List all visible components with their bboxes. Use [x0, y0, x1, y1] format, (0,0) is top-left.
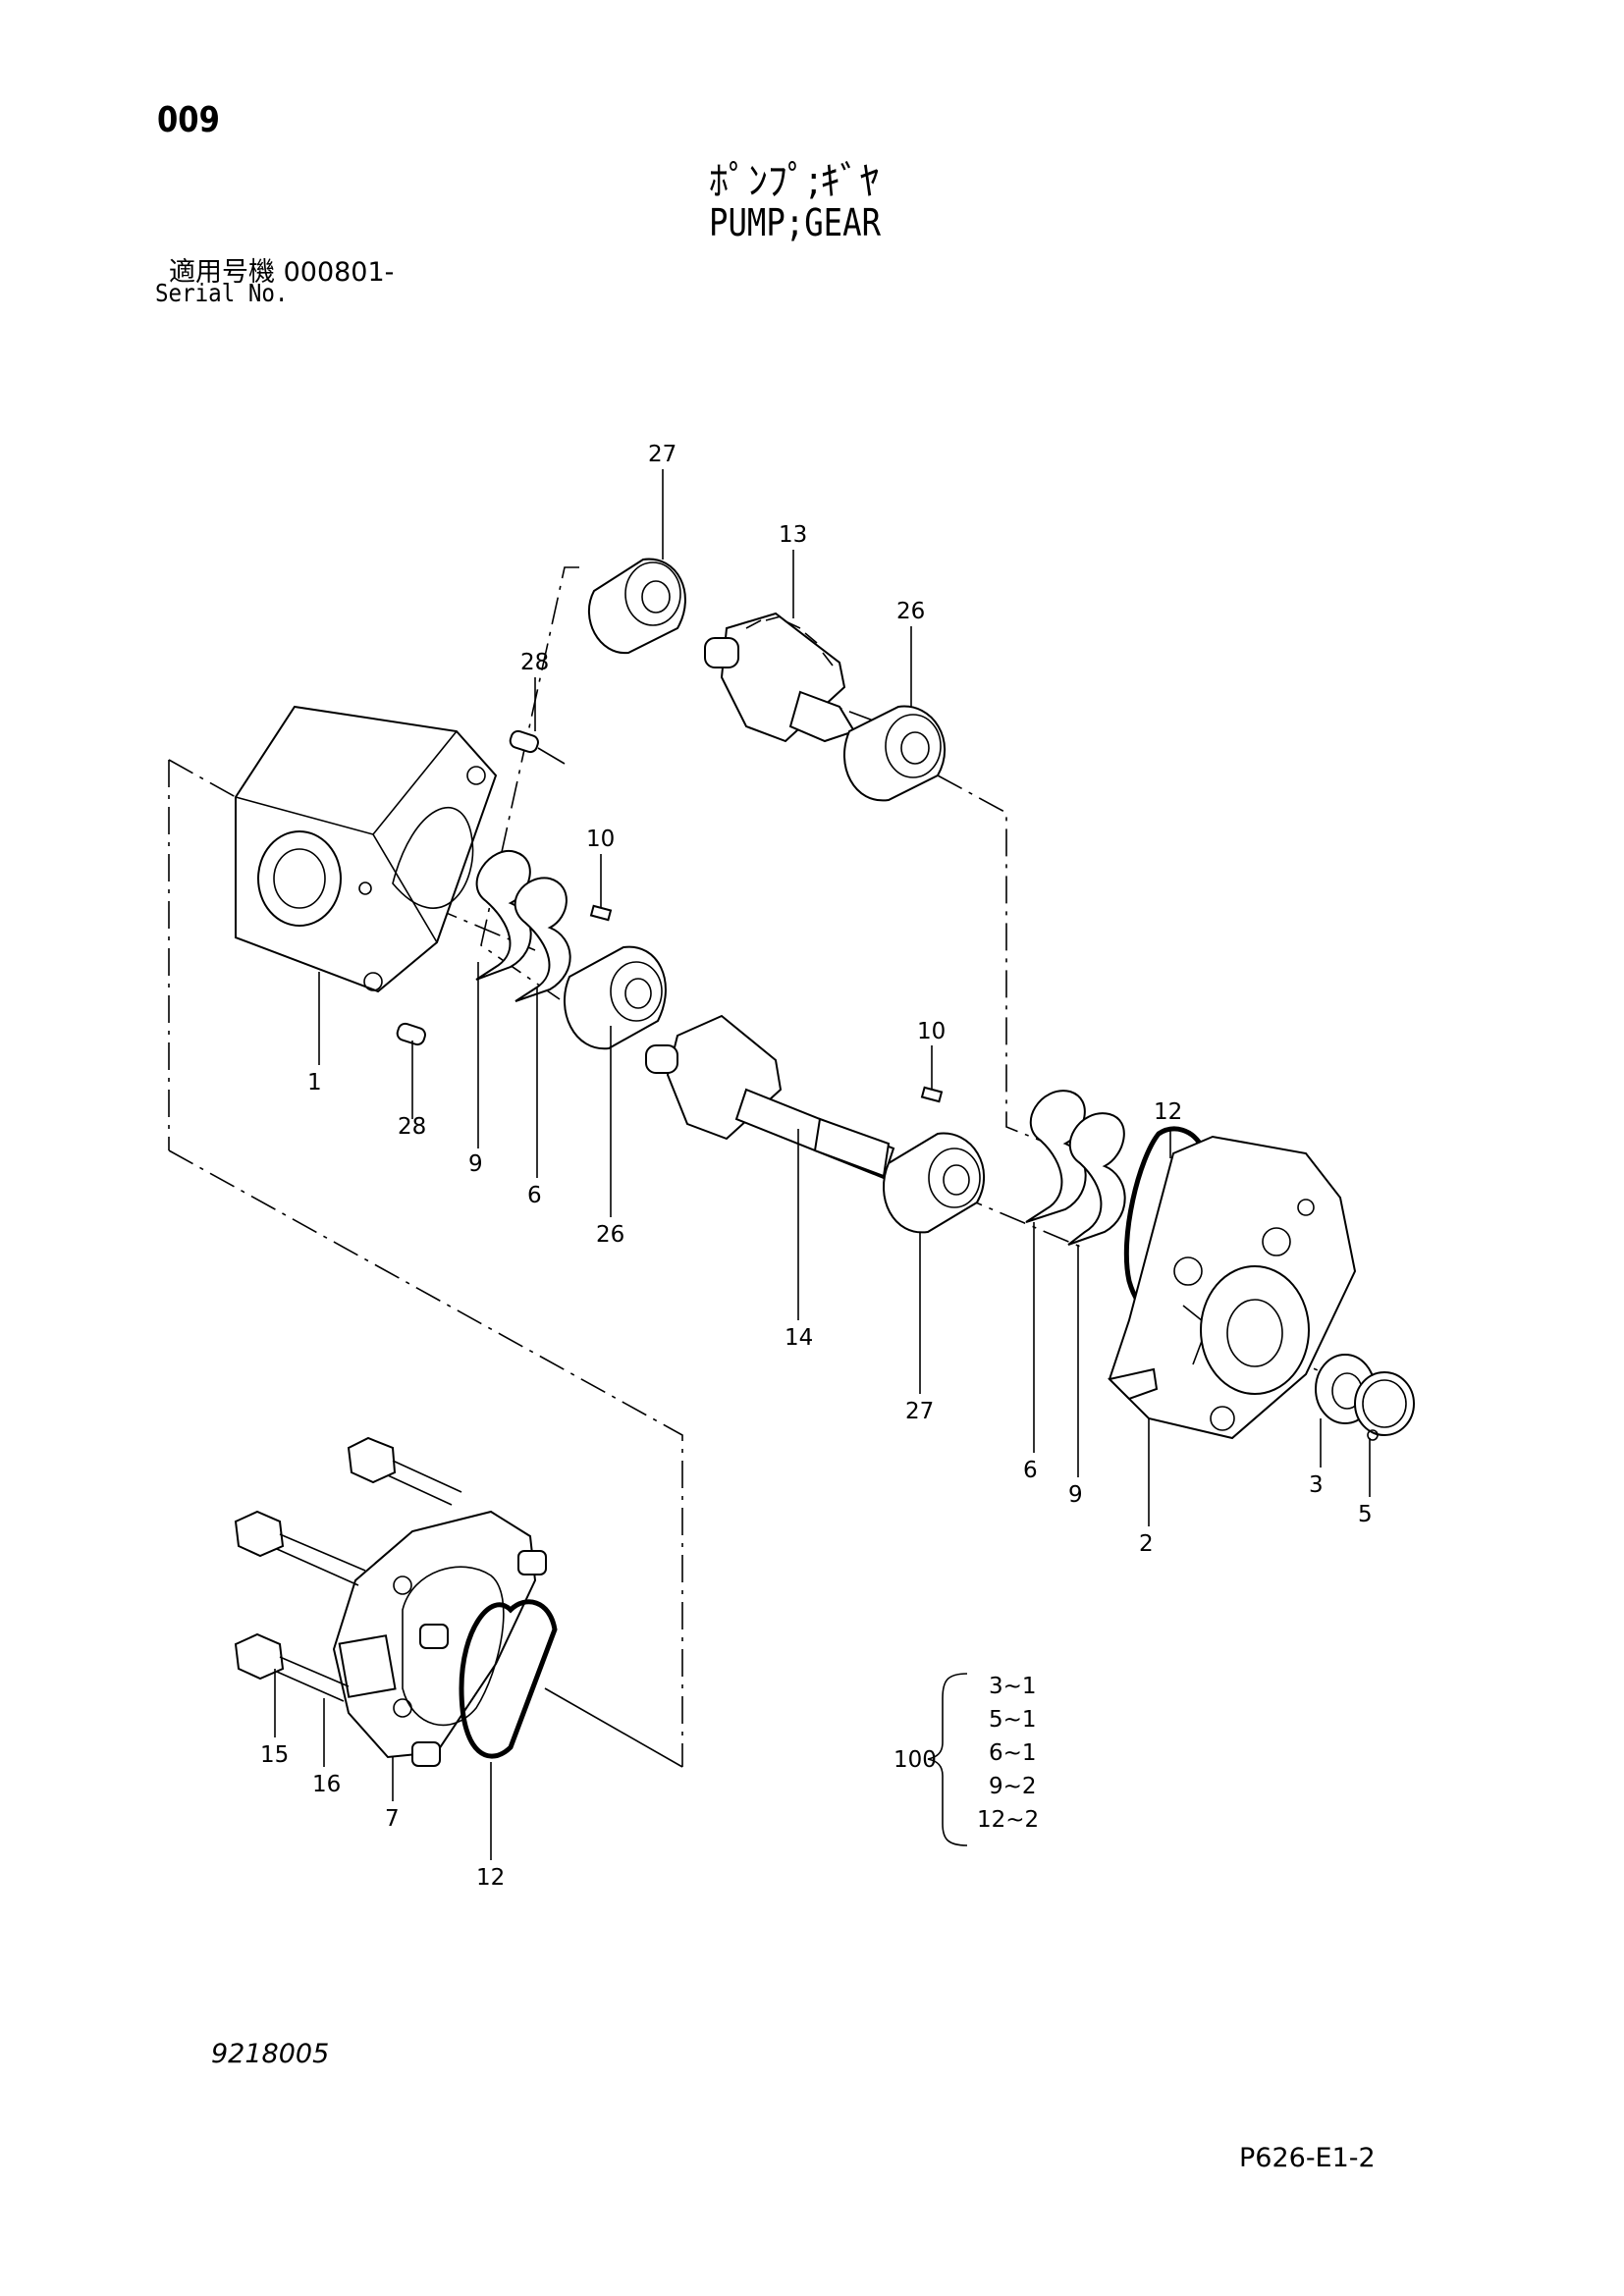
drawing-number: 9218005 — [211, 2039, 330, 2069]
callout-5: 5 — [1358, 1502, 1373, 1527]
callout-14: 14 — [785, 1325, 813, 1351]
bolt-stud-ends — [411, 1550, 547, 1767]
callout-3: 3 — [1309, 1472, 1324, 1498]
callout-7: 7 — [385, 1806, 400, 1832]
dowel-pin-lower — [396, 1022, 426, 1046]
o-ring-lower — [459, 1599, 558, 1759]
bolt-left-upper — [234, 1510, 366, 1586]
bushing-middle-right — [883, 1132, 986, 1234]
kit-bracket: 100 3~1 5~1 6~1 9~2 12~2 — [893, 1673, 1039, 1846]
page-number: 009 — [157, 100, 220, 140]
kit-item-3: 6~1 — [989, 1740, 1037, 1766]
callout-28-lower: 28 — [398, 1114, 426, 1140]
callout-labels: 1 2 3 5 6 6 7 9 9 10 10 12 12 13 14 15 1… — [260, 442, 1373, 1891]
callout-27-upper: 27 — [648, 442, 677, 467]
callout-26-lower: 26 — [596, 1222, 624, 1248]
bushing-upper-right — [843, 705, 947, 802]
callout-6-right: 6 — [1023, 1458, 1038, 1483]
leader-lines — [274, 469, 1371, 1860]
sheet-reference: P626-E1-2 — [1239, 2143, 1376, 2173]
callout-27-lower: 27 — [905, 1399, 934, 1424]
drive-gear-shaft — [645, 1014, 895, 1180]
callout-9-left: 9 — [468, 1151, 483, 1177]
callout-12-lower: 12 — [476, 1865, 505, 1891]
callout-10-lower: 10 — [917, 1019, 946, 1044]
callout-9-right: 9 — [1068, 1482, 1083, 1508]
key-left — [589, 904, 613, 922]
kit-number: 100 — [893, 1747, 937, 1773]
callout-12-right: 12 — [1154, 1099, 1182, 1125]
callout-1: 1 — [307, 1070, 322, 1095]
title-japanese: ﾎﾟﾝﾌﾟ;ｷﾞﾔ — [709, 159, 880, 204]
bushing-upper — [588, 558, 686, 655]
bushing-middle — [564, 945, 667, 1050]
seal-pair-left — [475, 849, 571, 1002]
front-cover — [1108, 1135, 1357, 1440]
callout-13: 13 — [779, 522, 807, 548]
kit-item-1: 3~1 — [989, 1674, 1037, 1699]
kit-item-4: 9~2 — [989, 1774, 1037, 1799]
driven-gear — [704, 612, 856, 743]
callout-16: 16 — [312, 1772, 341, 1797]
kit-item-2: 5~1 — [989, 1707, 1037, 1733]
bolt-top — [347, 1436, 462, 1506]
pump-body — [235, 705, 498, 993]
callout-26-upper: 26 — [896, 599, 925, 624]
dowel-pin-upper — [509, 729, 566, 765]
callout-28-upper: 28 — [520, 650, 549, 675]
callout-6-left: 6 — [527, 1183, 542, 1208]
callout-2: 2 — [1139, 1531, 1154, 1557]
snap-ring — [1354, 1371, 1415, 1441]
key-right — [920, 1086, 944, 1103]
callout-10-upper: 10 — [586, 827, 615, 852]
serial-label-japanese: 適用号機 000801- — [169, 257, 395, 288]
bolt-left-lower — [234, 1632, 350, 1702]
title-english: PUMP;GEAR — [709, 201, 882, 244]
callout-15: 15 — [260, 1742, 289, 1768]
kit-item-5: 12~2 — [977, 1807, 1039, 1833]
serial-label-english: Serial No. — [155, 279, 289, 307]
seal-pair-right — [1025, 1090, 1126, 1246]
